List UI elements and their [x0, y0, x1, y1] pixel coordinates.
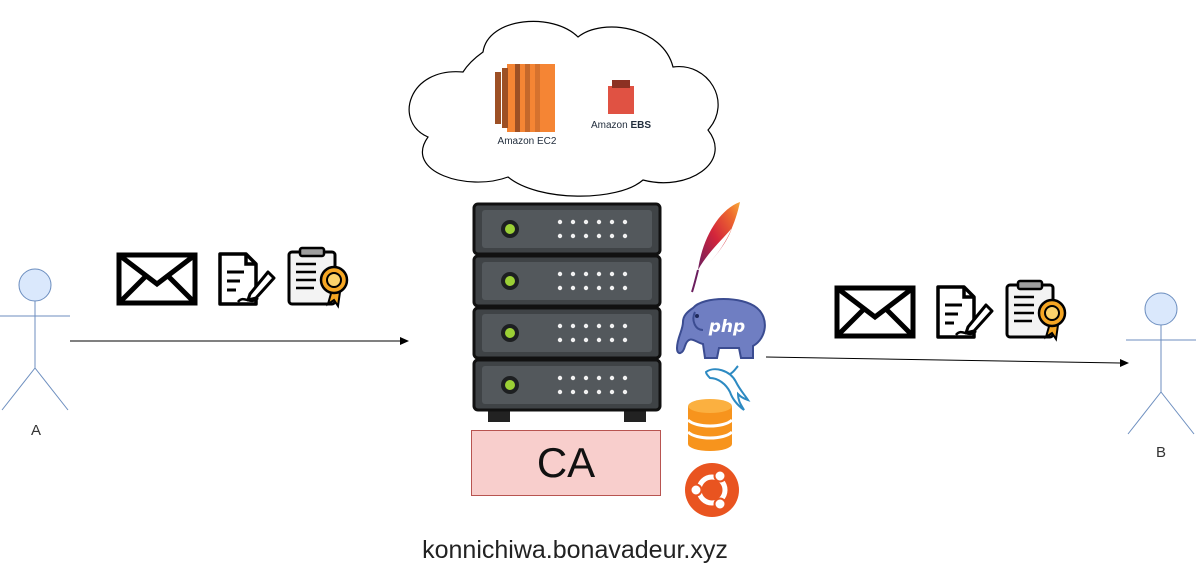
ubuntu-icon [684, 462, 740, 518]
ec2-label: Amazon EC2 [497, 136, 557, 147]
actor-a-label: A [30, 422, 41, 439]
server-hostname: konnichiwa.bonavadeur.xyz [422, 536, 728, 564]
php-elephant-icon: php [673, 294, 769, 362]
signed-document-icon [934, 283, 994, 341]
arrow-server-to-b [765, 352, 1130, 372]
envelope-icon [116, 252, 198, 306]
certificate-icon [286, 246, 352, 309]
ebs-icon [608, 80, 634, 114]
svg-text:php: php [708, 317, 745, 337]
ebs-label-suffix: EBS [630, 120, 652, 131]
ca-label: CA [536, 439, 596, 486]
signed-document-icon [216, 250, 276, 308]
apache-feather-icon [688, 200, 744, 294]
ec2-icon [495, 64, 555, 132]
mysql-dolphin-icon [704, 364, 751, 411]
actor-a-figure [0, 268, 72, 413]
actor-b-figure [1126, 292, 1197, 437]
ebs-label: Amazon EBS [586, 120, 656, 131]
arrow-a-to-server [70, 334, 410, 348]
actor-b-label: B [1155, 444, 1166, 461]
database-icon [686, 398, 734, 452]
aws-cloud [388, 12, 728, 198]
server-rack-icon [472, 202, 662, 424]
certificate-icon [1004, 279, 1070, 342]
ca-box: CA [471, 430, 661, 496]
ebs-label-prefix: Amazon [590, 120, 628, 131]
envelope-icon [834, 285, 916, 339]
